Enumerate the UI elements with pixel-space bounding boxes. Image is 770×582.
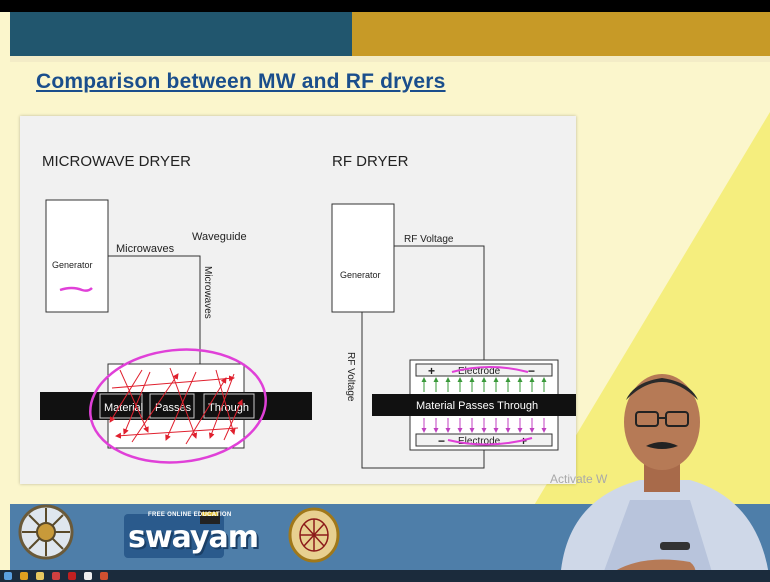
rf-voltage-top-label: RF Voltage xyxy=(404,234,454,245)
mw-waveguide-line xyxy=(108,255,201,364)
rf-generator-box xyxy=(331,203,395,313)
mw-waveguide-label: Waveguide xyxy=(192,231,247,243)
taskbar-media-icon[interactable] xyxy=(84,572,92,580)
header-strip xyxy=(10,56,770,62)
taskbar-slides-icon[interactable] xyxy=(100,572,108,580)
rf-electrode-bottom xyxy=(415,433,553,447)
swayam-tagline: FREE ONLINE EDUCATION xyxy=(148,512,232,518)
taskbar-browser-icon[interactable] xyxy=(20,572,28,580)
iit-logo-icon xyxy=(18,504,74,560)
diagram-svg: MICROWAVE DRYER Generator Microwaves Wav… xyxy=(40,153,576,469)
header-bar-blue xyxy=(10,12,352,56)
rf-material-label: Material Passes Through xyxy=(416,400,538,412)
rf-annotation-scribble xyxy=(447,366,533,446)
nptel-logo-icon xyxy=(288,507,340,563)
taskbar-app-icon[interactable] xyxy=(52,572,60,580)
mw-scatter-arrows xyxy=(109,367,243,445)
presenter-image xyxy=(560,374,770,582)
rf-electrode-top xyxy=(415,363,553,377)
rf-voltage-side-label: RF Voltage xyxy=(345,352,356,402)
mw-microwaves-vertical-label: Microwaves xyxy=(202,266,213,319)
mw-passes-box xyxy=(149,393,195,419)
taskbar xyxy=(0,570,770,582)
header-bar-gold xyxy=(352,12,770,56)
swayam-logo-icon xyxy=(124,510,224,558)
mw-annotation-scribble xyxy=(59,286,93,292)
rf-top-wire xyxy=(394,245,485,360)
slide-title: Comparison between MW and RF dryers xyxy=(36,70,446,93)
taskbar-pdf-icon[interactable] xyxy=(68,572,76,580)
mw-microwaves-label: Microwaves xyxy=(116,243,175,255)
rf-electrode-bottom-label: Electrode xyxy=(458,436,501,447)
taskbar-folder-icon[interactable] xyxy=(36,572,44,580)
mw-generator-box xyxy=(45,199,109,313)
diagram-panel: MICROWAVE DRYER Generator Microwaves Wav… xyxy=(20,116,576,484)
rf-plus-top: + xyxy=(428,364,435,378)
mw-annotation-circle xyxy=(89,348,267,464)
rf-minus-top: − xyxy=(528,364,535,378)
rf-electrode-top-label: Electrode xyxy=(458,366,501,377)
mw-passes-label: Passes xyxy=(155,402,192,414)
rf-side-wire xyxy=(361,312,485,469)
rf-field-arrows xyxy=(421,377,547,433)
rf-heading: RF DRYER xyxy=(332,153,409,170)
mw-heading: MICROWAVE DRYER xyxy=(42,153,191,170)
rf-conveyor-belt xyxy=(372,394,576,416)
taskbar-start-icon[interactable] xyxy=(4,572,12,580)
rf-generator-label: Generator xyxy=(340,270,381,280)
mw-through-label: Through xyxy=(208,402,249,414)
activate-watermark: Activate W xyxy=(550,472,608,486)
mw-material-box xyxy=(99,393,143,419)
swayam-wordmark: swayam xyxy=(128,520,259,555)
rf-minus-bottom: − xyxy=(438,434,445,448)
mw-generator-label: Generator xyxy=(52,260,93,270)
